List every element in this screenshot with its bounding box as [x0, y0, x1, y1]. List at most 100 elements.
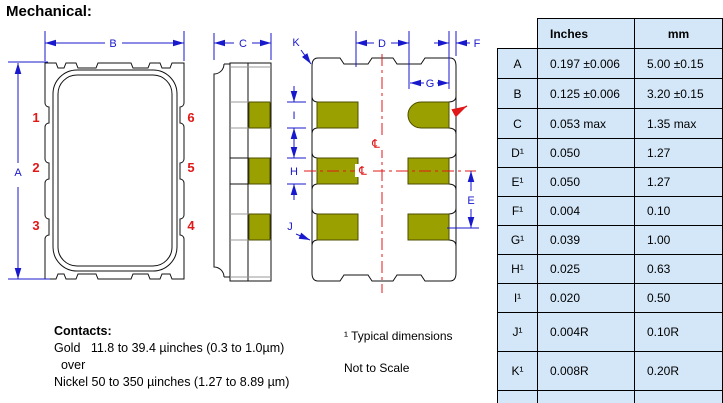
mm-value: 1.00 [634, 225, 723, 255]
pad [407, 213, 450, 241]
page-title: Mechanical: [6, 3, 92, 20]
dimension-C: C [213, 33, 272, 60]
inches-value: 0.050 [537, 167, 635, 197]
centerline-symbol: ℄ [358, 164, 367, 178]
row-label: H¹ [497, 254, 538, 284]
centerline-symbol: ℄ [371, 137, 380, 151]
package-outline [44, 62, 185, 280]
mm-value: 0.10 [634, 196, 723, 226]
mm-value: 0.10R [634, 312, 723, 352]
side-pad [248, 213, 271, 241]
pad-pin1-indicator [407, 101, 450, 129]
table-header-row: Inches mm [497, 18, 723, 49]
table-corner-cell [497, 18, 538, 49]
pad [316, 101, 359, 129]
row-label: F¹ [497, 196, 538, 226]
dimension-A: A [14, 63, 22, 279]
table-row-partial [497, 390, 723, 403]
note-typical-dimensions: ¹ Typical dimensions [344, 329, 453, 343]
row-label: A [497, 48, 538, 79]
dimension-J: J [287, 221, 311, 241]
dim-label-k: K [292, 37, 300, 49]
dim-label-b: B [109, 38, 116, 50]
dimension-E: E [467, 171, 475, 228]
mm-value: 1.35 max [634, 108, 723, 139]
top-view: 1 2 3 6 5 4 B A [8, 31, 195, 280]
note-not-to-scale: Not to Scale [344, 361, 410, 375]
contacts-over-line: over [54, 358, 86, 372]
pin-number-2: 2 [32, 160, 39, 175]
inches-value: 0.039 [537, 225, 635, 255]
dim-label-a: A [14, 167, 22, 179]
mm-value: 3.20 ±0.15 [634, 78, 723, 109]
lid-outline-inner [57, 74, 173, 267]
inches-value: 0.020 [537, 283, 635, 313]
dim-label-f: F [474, 38, 481, 50]
dimension-B: B [45, 38, 184, 50]
row-label: J¹ [497, 312, 538, 352]
lid-outline-outer [52, 69, 178, 272]
pad [316, 213, 359, 241]
dim-label-c: C [239, 38, 247, 50]
castellation-hooks [311, 95, 457, 247]
inches-value: 0.008R [537, 351, 635, 391]
contacts-heading: Contacts: [54, 324, 112, 338]
dim-label-g: G [426, 78, 435, 90]
row-label: E¹ [497, 167, 538, 197]
k-leader-line [300, 49, 312, 65]
dimension-H: H [286, 164, 302, 200]
pin-number-6: 6 [187, 110, 194, 125]
dimension-I: I [290, 86, 298, 158]
mm-value: 0.63 [634, 254, 723, 284]
dimension-G: G [410, 77, 449, 90]
pin1-indicator-arrow [451, 105, 468, 118]
contacts-gold-line: Gold 11.8 to 39.4 µinches (0.3 to 1.0µm) [54, 341, 285, 355]
side-profile [213, 63, 231, 278]
mm-value: 0.50 [634, 283, 723, 313]
column-header-inches: Inches [537, 18, 635, 49]
side-view: C [213, 33, 272, 282]
inches-value: 0.004 [537, 196, 635, 226]
side-pad [248, 101, 271, 129]
dimension-D: D [356, 38, 409, 50]
pin-number-3: 3 [32, 218, 39, 233]
dim-label-i: I [292, 110, 295, 122]
inches-value: 0.197 ±0.006 [537, 48, 635, 79]
contacts-nickel-line: Nickel 50 to 350 µinches (1.27 to 8.89 µ… [54, 375, 290, 389]
dim-label-e: E [467, 195, 474, 207]
inches-value: 0.025 [537, 254, 635, 284]
pin-number-1: 1 [32, 110, 39, 125]
mechanical-drawing: 1 2 3 6 5 4 B A [8, 31, 481, 293]
row-label: G¹ [497, 225, 538, 255]
column-header-mm: mm [634, 18, 723, 49]
dim-label-d: D [378, 38, 386, 50]
empty-cell [537, 390, 635, 403]
dimension-F: F [434, 38, 481, 50]
contacts-block: Contacts: Gold 11.8 to 39.4 µinches (0.3… [54, 323, 289, 391]
empty-cell [497, 390, 538, 403]
mm-value: 5.00 ±0.15 [634, 48, 723, 79]
side-pad [248, 157, 271, 185]
dim-label-h: H [290, 166, 298, 178]
dim-label-j: J [287, 221, 293, 233]
pin-number-5: 5 [187, 160, 194, 175]
bottom-view: ℄ ℄ D F G [286, 31, 481, 293]
inches-value: 0.050 [537, 138, 635, 168]
mm-value: 1.27 [634, 138, 723, 168]
j-leader-line [295, 232, 311, 241]
mm-value: 0.20R [634, 351, 723, 391]
